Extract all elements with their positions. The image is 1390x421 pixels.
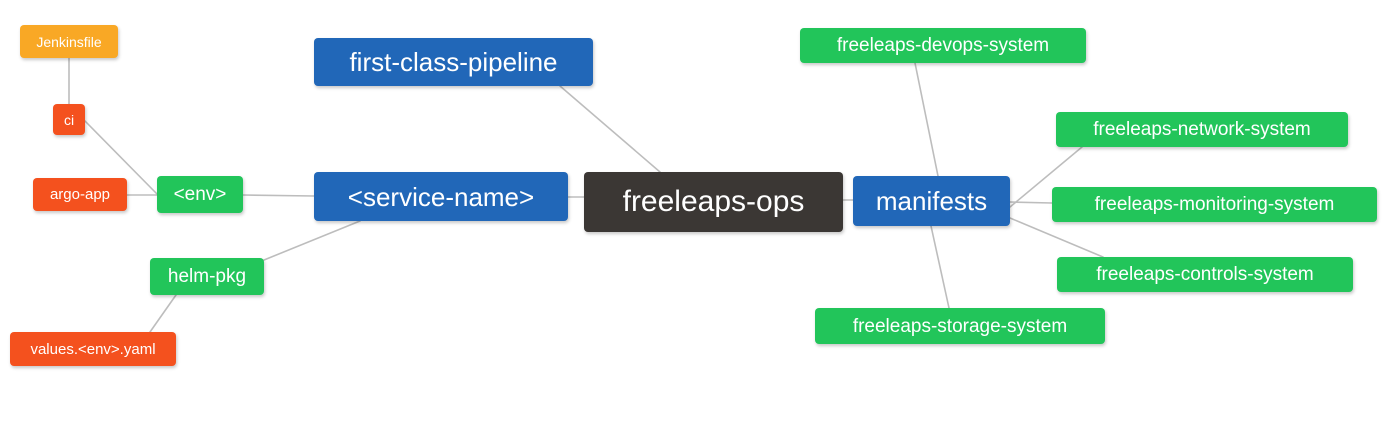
node-freeleaps-storage-system[interactable]: freeleaps-storage-system <box>815 308 1105 344</box>
node-label-freeleaps-network-system: freeleaps-network-system <box>1093 119 1311 140</box>
node-label-freeleaps-devops-system: freeleaps-devops-system <box>836 35 1050 56</box>
node-label-values-yaml: values.<env>.yaml <box>30 340 156 358</box>
edge-manifests-to-freeleaps-storage-system <box>930 225 950 309</box>
node-label-ci: ci <box>63 111 75 128</box>
node-label-freeleaps-monitoring-system: freeleaps-monitoring-system <box>1094 194 1335 215</box>
node-label-helm-pkg: helm-pkg <box>167 266 247 287</box>
node-manifests[interactable]: manifests <box>853 176 1010 226</box>
edge-manifests-to-freeleaps-controls-system <box>1009 217 1104 258</box>
node-freeleaps-devops-system[interactable]: freeleaps-devops-system <box>800 28 1086 63</box>
node-label-jenkinsfile: Jenkinsfile <box>36 33 102 50</box>
node-first-class-pipeline[interactable]: first-class-pipeline <box>314 38 593 86</box>
node-service-name[interactable]: <service-name> <box>314 172 568 221</box>
node-label-freeleaps-ops: freeleaps-ops <box>622 185 805 218</box>
edge-service-name-to-helm-pkg <box>263 220 361 261</box>
node-label-env: <env> <box>173 184 227 205</box>
edge-helm-pkg-to-values-yaml <box>149 294 177 333</box>
node-freeleaps-ops[interactable]: freeleaps-ops <box>584 172 843 232</box>
node-ci[interactable]: ci <box>53 104 85 135</box>
edge-manifests-to-freeleaps-devops-system <box>914 62 939 177</box>
node-label-freeleaps-controls-system: freeleaps-controls-system <box>1096 264 1314 285</box>
edge-manifests-to-freeleaps-monitoring-system <box>1009 201 1053 204</box>
node-argo-app[interactable]: argo-app <box>33 178 127 211</box>
node-values-yaml[interactable]: values.<env>.yaml <box>10 332 176 366</box>
node-label-manifests: manifests <box>875 186 988 216</box>
node-freeleaps-monitoring-system[interactable]: freeleaps-monitoring-system <box>1052 187 1377 222</box>
edge-first-class-pipeline-to-freeleaps-ops <box>559 85 661 173</box>
node-label-freeleaps-storage-system: freeleaps-storage-system <box>852 315 1068 337</box>
node-freeleaps-network-system[interactable]: freeleaps-network-system <box>1056 112 1348 147</box>
node-env[interactable]: <env> <box>157 176 243 213</box>
node-label-first-class-pipeline: first-class-pipeline <box>349 47 558 77</box>
node-label-argo-app: argo-app <box>49 186 111 203</box>
node-label-service-name: <service-name> <box>347 181 535 212</box>
node-freeleaps-controls-system[interactable]: freeleaps-controls-system <box>1057 257 1353 292</box>
node-helm-pkg[interactable]: helm-pkg <box>150 258 264 295</box>
node-jenkinsfile[interactable]: Jenkinsfile <box>20 25 118 58</box>
edge-env-to-service-name <box>242 194 315 197</box>
